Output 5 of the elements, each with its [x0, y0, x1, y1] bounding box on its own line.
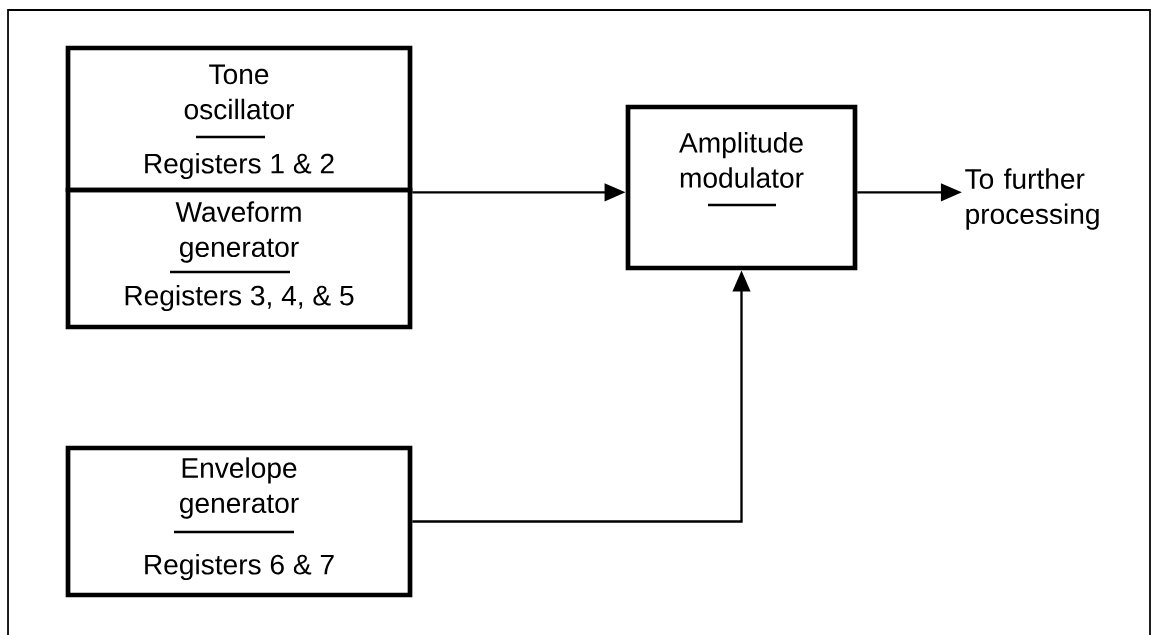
oscillator-box: Tone oscillator Registers 1 & 2 [65, 45, 413, 193]
generator-box: Envelope generator Registers 6 & 7 [65, 445, 413, 598]
output-label: To further processing [965, 168, 1099, 230]
generator-box: Waveform generator Registers 3, 4, & 5 [65, 187, 413, 330]
modulator-box: Amplitude modulator [625, 104, 858, 271]
